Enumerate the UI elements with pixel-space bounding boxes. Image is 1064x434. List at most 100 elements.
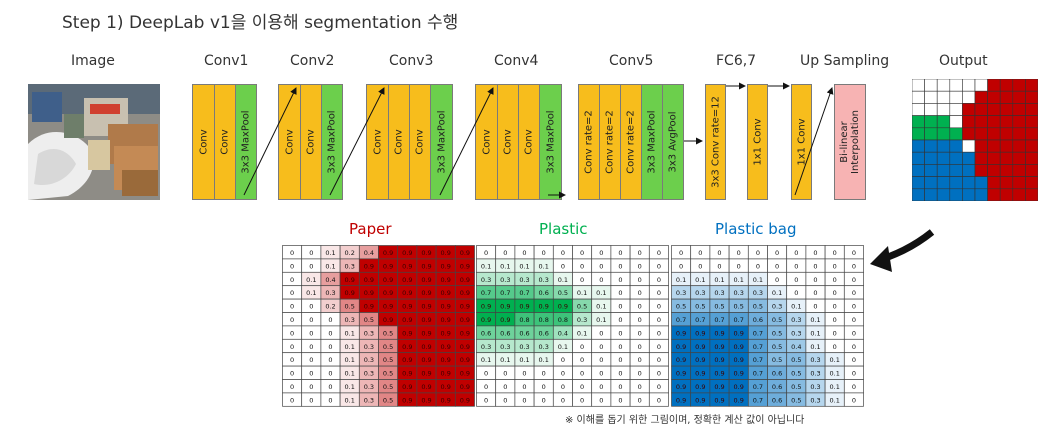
grid-cell-value: 0 — [657, 343, 661, 351]
grid-cell-value: 0 — [852, 343, 856, 351]
grid-cell-value: 0.9 — [695, 383, 705, 391]
grid-cell-value: 0 — [618, 316, 622, 324]
output-cells — [911, 78, 1039, 202]
grid-cell-value: 0.9 — [402, 329, 412, 337]
grid-cell-value: 0.6 — [481, 329, 491, 337]
grid-cell-value: 0 — [522, 383, 526, 391]
grid-cell-value: 0 — [309, 329, 313, 337]
grid-cell-value: 0 — [328, 356, 332, 364]
grid-cell-value: 0.9 — [421, 396, 431, 404]
grid-cell-value: 0 — [328, 396, 332, 404]
grid-cell-value: 0.3 — [519, 276, 529, 284]
grid-cell-value: 0.3 — [539, 343, 549, 351]
grid-cell-value: 0 — [542, 249, 546, 257]
grid-cell-value: 0 — [328, 383, 332, 391]
grid-cell-value: 0 — [309, 316, 313, 324]
grid-cell-value: 0.9 — [441, 356, 451, 364]
grid-cell-value: 0 — [484, 249, 488, 257]
grid-cell-value: 0.8 — [539, 316, 549, 324]
grid-cell-value: 0.9 — [421, 370, 431, 378]
grid-cell-value: 0 — [599, 329, 603, 337]
grid-cell-value: 0 — [657, 276, 661, 284]
grid-cell-value: 0.9 — [364, 276, 374, 284]
grid-cell-value: 0 — [813, 289, 817, 297]
grid-cell-value: 0 — [290, 356, 294, 364]
conv3-maxpool: 3x3 MaxPool — [430, 84, 453, 200]
grid-cell-value: 0 — [580, 249, 584, 257]
grid-cell-value: 0 — [775, 276, 779, 284]
grid-cell-value: 0.9 — [734, 370, 744, 378]
grid-cell-value: 0.6 — [500, 329, 510, 337]
grid-cell-value: 0 — [503, 370, 507, 378]
grid-cell-value: 0.7 — [676, 316, 686, 324]
grid-cell-value: 0.5 — [772, 356, 782, 364]
grid-cell-value: 0.9 — [441, 289, 451, 297]
grid-cell-value: 0 — [657, 316, 661, 324]
grid-cell-value: 0.9 — [460, 276, 470, 284]
grid-cell-value: 0.1 — [810, 316, 820, 324]
conv5-avgpool: 3x3 AvgPool — [662, 84, 684, 200]
grid-cell-value: 0.6 — [753, 316, 763, 324]
grid-cell-value: 0.5 — [791, 370, 801, 378]
grid-cell-value: 0.1 — [345, 343, 355, 351]
grid-cell-value: 0.9 — [714, 343, 724, 351]
header-conv4: Conv4 — [494, 53, 539, 69]
grid-cell-value: 0.5 — [753, 303, 763, 311]
grid-cell-value: 0 — [657, 383, 661, 391]
grid-cell-value: 0.9 — [345, 276, 355, 284]
grid-cell-value: 0.3 — [364, 370, 374, 378]
grid-cell-value: 0 — [638, 383, 642, 391]
grid-cell-value: 0 — [309, 249, 313, 257]
grid-cell-value: 0.3 — [364, 383, 374, 391]
grid-cell-value: 0 — [852, 396, 856, 404]
grid-cell-value: 0 — [657, 370, 661, 378]
grid-cell-value: 0 — [580, 370, 584, 378]
grid-cell-value: 0.9 — [421, 316, 431, 324]
grid-cell-value: 0.9 — [519, 303, 529, 311]
grid-cell-value: 0 — [638, 303, 642, 311]
grid-cell-value: 0 — [657, 262, 661, 270]
grid-cell-value: 0.7 — [753, 370, 763, 378]
grid-cell-value: 0 — [756, 249, 760, 257]
grid-cell-value: 0.9 — [402, 262, 412, 270]
grid-cell-value: 0 — [657, 356, 661, 364]
grid-cell-value: 0.1 — [577, 329, 587, 337]
grid-cell-value: 0.9 — [383, 303, 393, 311]
grid-cell-value: 0 — [852, 303, 856, 311]
grid-cell-value: 0.7 — [500, 289, 510, 297]
grid-cell-value: 0.9 — [364, 262, 374, 270]
grid-cell-value: 0 — [833, 343, 837, 351]
plastic-map-title: Plastic — [539, 220, 588, 238]
grid-cell-value: 0 — [484, 370, 488, 378]
grid-cell-value: 0.9 — [714, 356, 724, 364]
grid-cell-value: 0.7 — [481, 289, 491, 297]
grid-cell-value: 0.1 — [810, 343, 820, 351]
grid-cell-value: 0 — [522, 249, 526, 257]
grid-cell-value: 0.9 — [695, 370, 705, 378]
grid-cell-value: 0 — [717, 262, 721, 270]
grid-cell-value: 0.9 — [695, 329, 705, 337]
grid-cell-value: 0.9 — [714, 383, 724, 391]
grid-cell-value: 0 — [580, 383, 584, 391]
conv2-maxpool: 3x3 MaxPool — [321, 84, 343, 200]
grid-cell-value: 0 — [309, 396, 313, 404]
grid-cell-value: 0.6 — [772, 396, 782, 404]
grid-cell-value: 0.5 — [364, 316, 374, 324]
grid-cell-value: 0.9 — [364, 303, 374, 311]
grid-cell-value: 0 — [290, 249, 294, 257]
grid-cell-value: 0 — [756, 262, 760, 270]
grid-cell-value: 0.3 — [364, 329, 374, 337]
grid-cell-value: 0.1 — [830, 370, 840, 378]
grid-cell-value: 0 — [813, 262, 817, 270]
grid-cell-value: 0.5 — [383, 370, 393, 378]
grid-cell-value: 0.6 — [519, 329, 529, 337]
grid-cell-value: 0 — [328, 316, 332, 324]
grid-cell-value: 0 — [309, 262, 313, 270]
grid-cell-value: 0.9 — [460, 343, 470, 351]
grid-cell-value: 0.9 — [714, 396, 724, 404]
grid-cell-value: 0 — [599, 262, 603, 270]
grid-cell-value: 0 — [561, 370, 565, 378]
grid-cell-value: 0 — [618, 329, 622, 337]
slide-title: Step 1) DeepLab v1을 이용해 segmentation 수행 — [62, 13, 459, 33]
